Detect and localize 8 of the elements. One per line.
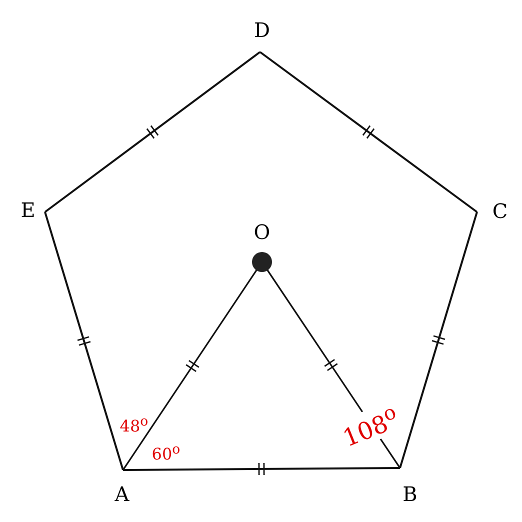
vertex-label: B [402, 484, 418, 504]
point-label: O [254, 222, 270, 242]
vertex-label: E [20, 200, 36, 220]
vertex-label: A [114, 484, 130, 504]
angle-label: 48$^{o}$ [120, 415, 148, 435]
vertex-label: D [254, 20, 270, 40]
vertex-label: C [492, 201, 508, 221]
angle-label: 60$^{o}$ [152, 443, 180, 463]
